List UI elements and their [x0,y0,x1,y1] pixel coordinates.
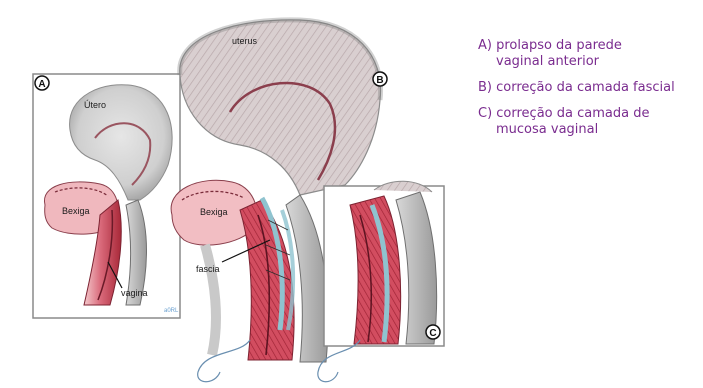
watermark-logo: a0RL [164,308,179,314]
legend-item-c-line2: mucosa vaginal [478,122,700,138]
panel-b-uterus-label: uterus [232,36,258,46]
panel-b-suture-thread [198,340,250,382]
panel-b-badge: B [373,72,387,86]
panel-a-uterus-label: Útero [84,100,106,110]
panel-c: C [318,181,444,382]
panel-a-badge: A [35,76,49,90]
legend-item-a-line1: A) prolapso da parede [478,38,622,53]
panel-c-badge-text: C [429,328,436,339]
panel-b-fascia-label: fascia [196,264,220,274]
legend-item-b: B) correção da camada fascial [478,80,700,96]
panel-c-badge: C [426,325,440,339]
legend-item-b-line1: B) correção da camada fascial [478,80,675,95]
panel-a-bladder-label: Bexiga [62,206,90,216]
panel-a-badge-text: A [38,79,45,90]
panel-b-bladder-label: Bexiga [200,207,228,217]
panel-a: A Útero Bexiga vagina a0RL [33,74,180,318]
legend: A) prolapso da parede vaginal anterior B… [478,38,700,148]
panel-a-vagina-label: vagina [121,288,148,298]
legend-item-c: C) correção da camada de mucosa vaginal [478,106,700,138]
legend-item-a-line2: vaginal anterior [478,54,700,70]
panel-b-badge-text: B [376,75,383,86]
legend-item-a: A) prolapso da parede vaginal anterior [478,38,700,70]
panel-b-uterus-shape [180,20,381,195]
legend-item-c-line1: C) correção da camada de [478,106,649,121]
